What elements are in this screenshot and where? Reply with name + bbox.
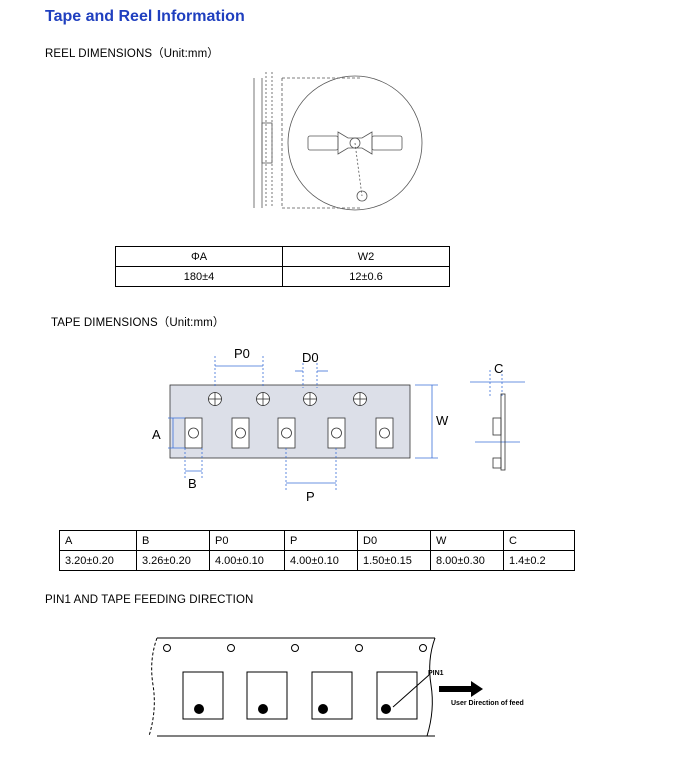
label-c: C [494, 361, 503, 376]
tape-dimensions-heading: TAPE DIMENSIONS（Unit:mm） [51, 317, 225, 329]
value-cell-b: 3.26±0.20 [136, 550, 210, 571]
value-cell-w: 8.00±0.30 [430, 550, 504, 571]
header-cell-d0: D0 [357, 530, 431, 551]
feed-arrow-icon [439, 681, 483, 697]
sprocket-holes [208, 392, 367, 406]
header-cell-a: A [59, 530, 137, 551]
header-cell-p: P [284, 530, 358, 551]
tape-drawing: P0 D0 C A W B P [152, 346, 525, 504]
reel-dimensions-heading: REEL DIMENSIONS（Unit:mm） [45, 48, 219, 60]
table-header-row: A B P0 P D0 W C [59, 530, 575, 551]
tape-left-break [148, 637, 158, 737]
tape-right-break [426, 637, 436, 737]
value-cell-phi-a: 180±4 [115, 266, 283, 287]
table-row: 180±4 12±0.6 [115, 266, 450, 287]
label-p: P [306, 489, 315, 504]
pin1-dot [258, 704, 268, 714]
header-cell-w2: W2 [282, 246, 450, 267]
feed-direction-label: User Direction of feed [451, 700, 524, 707]
value-cell-a: 3.20±0.20 [59, 550, 137, 571]
pin1-dot [381, 704, 391, 714]
label-a: A [152, 427, 161, 442]
label-w: W [436, 413, 449, 428]
label-b: B [188, 476, 197, 491]
header-cell-phi-a: ΦA [115, 246, 283, 267]
pin1-label: PIN1 [428, 670, 444, 677]
value-cell-d0: 1.50±0.15 [357, 550, 431, 571]
reel-drawing [253, 72, 423, 211]
value-cell-c: 1.4±0.2 [503, 550, 575, 571]
reel-dimensions-table: ΦA W2 180±4 12±0.6 [115, 246, 450, 287]
label-d0: D0 [302, 350, 319, 365]
value-cell-p: 4.00±0.10 [284, 550, 358, 571]
page-title: Tape and Reel Information [45, 8, 245, 25]
label-p0: P0 [234, 346, 250, 361]
tape-side-view [492, 393, 506, 471]
component-pockets [184, 417, 394, 449]
header-cell-b: B [136, 530, 210, 551]
pin1-dot [318, 704, 328, 714]
value-cell-p0: 4.00±0.10 [209, 550, 285, 571]
tape-dimensions-table: A B P0 P D0 W C 3.20±0.20 3.26±0.20 4.00… [59, 530, 575, 571]
header-cell-p0: P0 [209, 530, 285, 551]
pin1-dot [194, 704, 204, 714]
table-header-row: ΦA W2 [115, 246, 450, 267]
feed-direction-heading: PIN1 AND TAPE FEEDING DIRECTION [45, 594, 254, 606]
header-cell-c: C [503, 530, 575, 551]
feed-drawing: PIN1 User Direction of feed [148, 637, 524, 737]
table-row: 3.20±0.20 3.26±0.20 4.00±0.10 4.00±0.10 … [59, 550, 575, 571]
dimension-lines [168, 356, 525, 490]
header-cell-w: W [430, 530, 504, 551]
value-cell-w2: 12±0.6 [282, 266, 450, 287]
